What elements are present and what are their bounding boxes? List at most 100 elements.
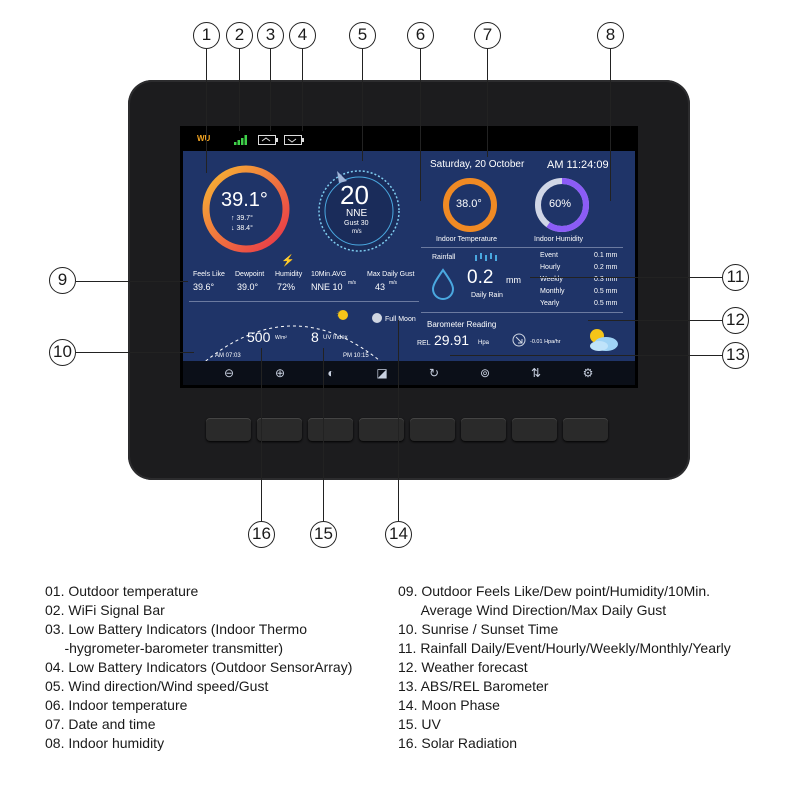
callout-4: 4 [289,22,316,49]
max-gust-value: 43 [375,282,386,292]
rain-yearly-value: 0.5 mm [594,300,618,307]
hardware-button-2[interactable] [257,418,302,441]
leader-13 [450,355,722,356]
minus-icon[interactable]: ⊖ [223,366,235,380]
callout-11: 11 [722,264,749,291]
leader-4 [302,49,303,131]
brand-logo: WU [197,134,211,143]
leader-7 [487,49,488,157]
solar-radiation-value: 500 [247,329,271,345]
legend-item: 07. Date and time [45,716,156,732]
leader-11 [530,277,722,278]
max-gust-unit: m/s [389,280,398,286]
outdoor-temp-high: ↑ 39.7° [231,215,253,222]
legend-item: 11. Rainfall Daily/Event/Hourly/Weekly/M… [398,640,731,656]
brightness-icon[interactable]: ◪ [376,366,388,380]
barometer-value: 29.91 [434,332,470,348]
outdoor-temp-value: 39.1° [221,189,268,211]
daily-rain-value: 0.2 [467,267,494,288]
legend-item: 05. Wind direction/Wind speed/Gust [45,678,269,694]
rain-weekly-value: 0.3 mm [594,276,618,283]
partly-cloudy-icon [590,329,618,351]
hardware-button-3[interactable] [308,418,353,441]
settings-icon[interactable]: ⚙ [582,366,594,380]
leader-6 [420,49,421,201]
sun-icon: ☀ [336,309,345,319]
humidity-label: Humidity [275,271,303,278]
leader-9 [76,281,188,282]
leader-12 [588,320,722,321]
callout-2: 2 [226,22,253,49]
legend-left: 01. Outdoor temperature 02. WiFi Signal … [45,582,352,753]
pressure-trend-icon [512,333,526,347]
rain-yearly-label: Yearly [540,300,560,307]
hardware-button-5[interactable] [410,418,455,441]
legend-item: 03. Low Battery Indicators (Indoor Therm… [45,621,307,637]
hardware-button-8[interactable] [563,418,608,441]
wind-gust: Gust 30 [344,220,369,227]
callout-6: 6 [407,22,434,49]
legend-right: 09. Outdoor Feels Like/Dew point/Humidit… [398,582,731,753]
raindrop-icon [431,268,455,300]
soft-key-bar: ⊖ ⊕ ◐ ◪ ↻ ⊚ ⇅ ⚙ [183,361,635,385]
legend-item: 14. Moon Phase [398,697,500,713]
avg-wind-unit: m/s [348,280,357,286]
contrast-icon[interactable]: ◐ [327,366,335,380]
dewpoint-label: Dewpoint [235,271,265,278]
hardware-button-6[interactable] [461,418,506,441]
rain-event-value: 0.1 mm [594,252,618,259]
hardware-button-1[interactable] [206,418,251,441]
display-screen: WU 39.1° ↑ 39.7° ↓ 38.4° [180,126,638,388]
indoor-temp-ring [443,178,497,232]
wifi-signal-icon [234,135,247,145]
leader-3 [270,49,271,131]
leader-14 [398,320,399,521]
legend-item: 08. Indoor humidity [45,735,165,751]
indoor-temp-value: 38.0° [456,198,482,210]
callout-13: 13 [722,342,749,369]
hardware-button-7[interactable] [512,418,557,441]
feels-like-value: 39.6° [193,282,215,292]
stats-divider [189,301,419,302]
barometer-label: Barometer Reading [427,320,497,329]
daily-rain-label: Daily Rain [471,292,503,299]
sort-icon[interactable]: ⇅ [530,366,542,380]
indoor-humidity-label: Indoor Humidity [534,236,584,243]
uv-index-label: UV Index [323,335,348,341]
legend-item: 12. Weather forecast [398,659,528,675]
plus-icon[interactable]: ⊕ [274,366,286,380]
baro-divider [421,312,623,313]
callout-10: 10 [49,339,76,366]
legend-item: 01. Outdoor temperature [45,583,199,599]
hardware-button-4[interactable] [359,418,404,441]
moon-phase-label: Full Moon [385,316,416,323]
rain-monthly-label: Monthly [540,288,565,295]
avg-wind-value: NNE 10 [311,282,343,292]
lightning-icon: ⚡ [281,255,295,267]
channel-icon[interactable]: ⊚ [479,366,491,380]
sunset-time: PM 10:15 [343,353,369,359]
rain-hourly-label: Hourly [540,264,561,271]
legend-item: 06. Indoor temperature [45,697,188,713]
legend-item: 13. ABS/REL Barometer [398,678,549,694]
wind-unit: m/s [352,229,362,235]
callout-14: 14 [385,521,412,548]
callout-8: 8 [597,22,624,49]
callout-15: 15 [310,521,337,548]
refresh-icon[interactable]: ↻ [428,366,440,380]
max-gust-label: Max Daily Gust [367,271,415,278]
callout-16: 16 [248,521,275,548]
legend-item: Average Wind Direction/Max Daily Gust [398,602,667,618]
outdoor-battery-icon [284,135,304,145]
callout-5: 5 [349,22,376,49]
indoor-humidity-ring [535,178,589,232]
wind-compass [318,170,400,252]
date-display: Saturday, 20 October [430,159,525,170]
time-display: AM 11:24:09 [547,159,609,171]
rain-intensity-icon [475,253,497,261]
callout-1: 1 [193,22,220,49]
legend-item: 04. Low Battery Indicators (Outdoor Sens… [45,659,353,675]
status-bar: WU [183,129,635,151]
feels-like-label: Feels Like [193,271,225,278]
indoor-temp-label: Indoor Temperature [436,236,497,243]
